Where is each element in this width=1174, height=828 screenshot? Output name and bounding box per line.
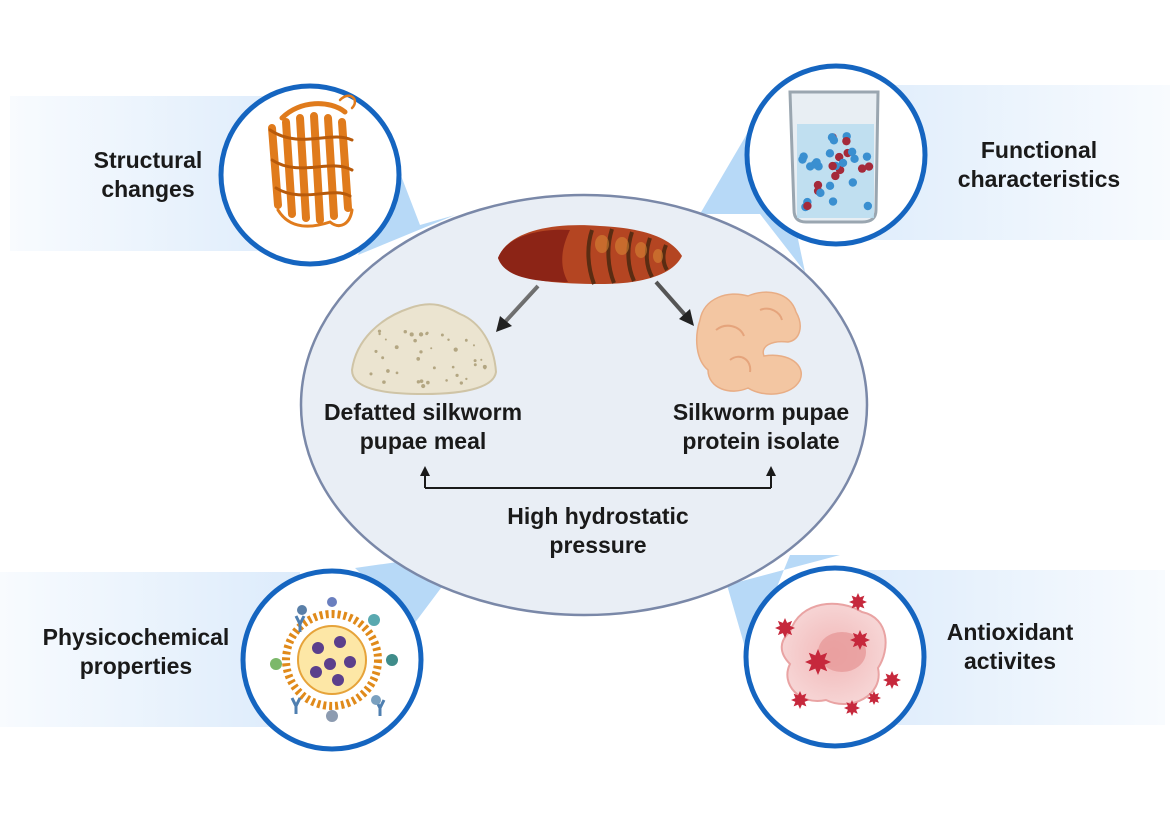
molecule-dot bbox=[857, 164, 867, 173]
powder-grain bbox=[409, 332, 414, 337]
powder-grain bbox=[451, 365, 455, 369]
molecule-dot bbox=[825, 149, 835, 158]
molecule-dot bbox=[838, 158, 848, 168]
powder-grain bbox=[394, 345, 399, 350]
ros-burst bbox=[805, 649, 831, 675]
powder-grain bbox=[416, 380, 421, 384]
powder-pile-icon bbox=[350, 303, 498, 396]
powder-grain bbox=[395, 371, 399, 375]
powder-grain bbox=[378, 332, 381, 336]
molecule-dot bbox=[798, 155, 807, 164]
powder-grain bbox=[465, 377, 468, 381]
powder-grain bbox=[445, 379, 448, 382]
powder-grain bbox=[472, 344, 475, 347]
process-label: High hydrostatic pressure bbox=[507, 503, 689, 558]
powder-grain bbox=[432, 366, 436, 370]
powder-grain bbox=[453, 347, 458, 352]
process-bracket bbox=[424, 474, 772, 489]
molecule-dot bbox=[812, 158, 821, 167]
powder-grain bbox=[418, 332, 424, 337]
ros-burst bbox=[844, 700, 860, 716]
powder-grain bbox=[386, 369, 390, 373]
powder-grain bbox=[447, 338, 450, 342]
ros-burst bbox=[791, 691, 809, 709]
powder-grain bbox=[413, 338, 417, 343]
molecule-dot bbox=[813, 180, 823, 190]
silkworm-pupa-icon bbox=[498, 225, 682, 285]
powder-grain bbox=[425, 332, 429, 336]
ros-burst bbox=[775, 618, 795, 638]
powder-grain bbox=[377, 329, 382, 333]
molecule-dot bbox=[850, 154, 859, 164]
functional-characteristics-label: Functional characteristics bbox=[957, 137, 1121, 192]
beam-structural bbox=[358, 160, 455, 255]
powder-grain bbox=[464, 338, 468, 342]
molecule-dot bbox=[842, 136, 851, 146]
arrow-head-isolate bbox=[766, 466, 776, 476]
antioxidant-activites-label: Antioxidant activites bbox=[946, 619, 1074, 674]
powder-grain bbox=[382, 380, 386, 384]
ros-burst bbox=[883, 671, 901, 689]
molecule-dot bbox=[831, 171, 840, 181]
ros-burst bbox=[867, 691, 881, 705]
molecule-dot bbox=[828, 161, 837, 171]
molecule-dot bbox=[825, 181, 835, 191]
molecule-dot bbox=[803, 201, 812, 211]
physicochemical-properties-label: Physicochemical properties bbox=[42, 624, 230, 679]
beaker-molecules-icon bbox=[788, 90, 880, 224]
arrow-head-meal bbox=[420, 466, 430, 476]
powder-grain bbox=[419, 350, 423, 354]
powder-grain bbox=[483, 367, 487, 370]
powder-grain bbox=[369, 372, 373, 376]
ros-burst bbox=[850, 630, 870, 650]
powder-grain bbox=[384, 338, 387, 341]
ros-burst bbox=[849, 593, 867, 611]
powder-grain bbox=[455, 373, 459, 377]
powder-grain bbox=[459, 381, 463, 385]
cell-ros-icon bbox=[775, 593, 901, 716]
powder-grain bbox=[426, 380, 430, 385]
liposome-nanoparticle-icon bbox=[270, 597, 398, 722]
arrow-to-isolate bbox=[654, 280, 694, 326]
powder-grain bbox=[419, 379, 424, 384]
molecule-dot bbox=[828, 197, 838, 206]
structural-changes-label: Structural changes bbox=[93, 147, 203, 202]
powder-grain bbox=[381, 356, 385, 360]
molecule-dot bbox=[863, 201, 873, 211]
powder-grain bbox=[473, 363, 477, 367]
molecule-dot bbox=[847, 147, 857, 157]
protein-isolate-label: Silkworm pupae protein isolate bbox=[672, 399, 850, 454]
protein-isolate-icon bbox=[695, 291, 802, 395]
powder-grain bbox=[416, 357, 421, 361]
circle-structural bbox=[218, 83, 402, 267]
beta-barrel-protein-icon bbox=[268, 94, 357, 228]
powder-grain bbox=[421, 384, 426, 389]
molecule-dot bbox=[848, 178, 858, 187]
powder-grain bbox=[374, 349, 378, 353]
molecule-dot bbox=[829, 136, 839, 145]
powder-grain bbox=[440, 333, 444, 337]
powder-grain bbox=[430, 347, 433, 350]
powder-grain bbox=[403, 329, 407, 334]
powder-grain bbox=[473, 359, 477, 363]
defatted-meal-label: Defatted silkworm pupae meal bbox=[323, 399, 523, 454]
arrow-to-meal bbox=[496, 284, 540, 332]
molecule-dot bbox=[864, 162, 874, 171]
molecule-dot bbox=[816, 188, 825, 198]
powder-grain bbox=[480, 358, 483, 361]
molecule-dot bbox=[862, 152, 872, 161]
